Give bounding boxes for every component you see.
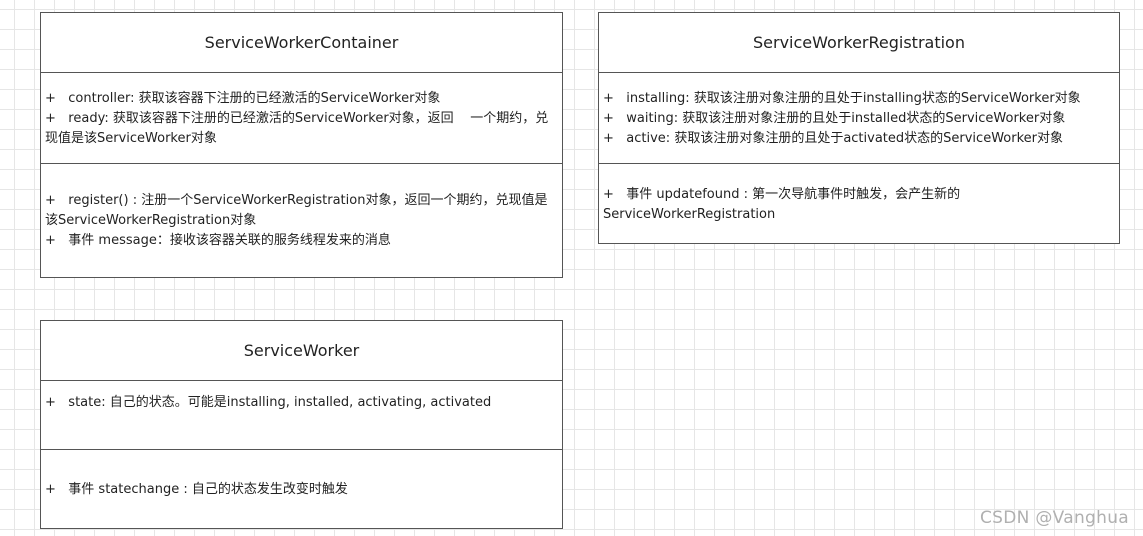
attribute-installing: + installing: 获取该注册对象注册的且处于installing状态的… bbox=[603, 91, 1081, 106]
attribute-ready: + ready: 获取该容器下注册的已经激活的ServiceWorker对象，返… bbox=[45, 111, 549, 146]
attribute-active: + active: 获取该注册对象注册的且处于activated状态的Servi… bbox=[603, 131, 1063, 146]
class-box-service-worker-registration[interactable]: ServiceWorkerRegistration + installing: … bbox=[598, 12, 1120, 244]
method-register: + register() : 注册一个ServiceWorkerRegistra… bbox=[45, 193, 548, 228]
watermark: CSDN @Vanghua bbox=[979, 508, 1129, 528]
event-statechange: + 事件 statechange : 自己的状态发生改变时触发 bbox=[45, 482, 348, 497]
methods-section: + register() : 注册一个ServiceWorkerRegistra… bbox=[41, 164, 562, 251]
attribute-state: + state: 自己的状态。可能是installing, installed,… bbox=[45, 395, 492, 410]
methods-section: + 事件 updatefound : 第一次导航事件时触发，会产生新的Servi… bbox=[599, 164, 984, 225]
class-name: ServiceWorkerContainer bbox=[41, 13, 562, 73]
attributes-section: + controller: 获取该容器下注册的已经激活的ServiceWorke… bbox=[41, 73, 562, 164]
attribute-controller: + controller: 获取该容器下注册的已经激活的ServiceWorke… bbox=[45, 91, 441, 106]
methods-section: + 事件 statechange : 自己的状态发生改变时触发 bbox=[41, 450, 562, 500]
class-box-service-worker-container[interactable]: ServiceWorkerContainer + controller: 获取该… bbox=[40, 12, 563, 278]
event-message: + 事件 message：接收该容器关联的服务线程发来的消息 bbox=[45, 233, 391, 248]
attributes-section: + state: 自己的状态。可能是installing, installed,… bbox=[41, 381, 562, 450]
class-name: ServiceWorkerRegistration bbox=[599, 13, 1119, 73]
event-updatefound: + 事件 updatefound : 第一次导航事件时触发，会产生新的Servi… bbox=[603, 187, 961, 222]
class-name: ServiceWorker bbox=[41, 321, 562, 381]
attribute-waiting: + waiting: 获取该注册对象注册的且处于installed状态的Serv… bbox=[603, 111, 1066, 126]
attributes-section: + installing: 获取该注册对象注册的且处于installing状态的… bbox=[599, 73, 1119, 164]
class-box-service-worker[interactable]: ServiceWorker + state: 自己的状态。可能是installi… bbox=[40, 320, 563, 529]
